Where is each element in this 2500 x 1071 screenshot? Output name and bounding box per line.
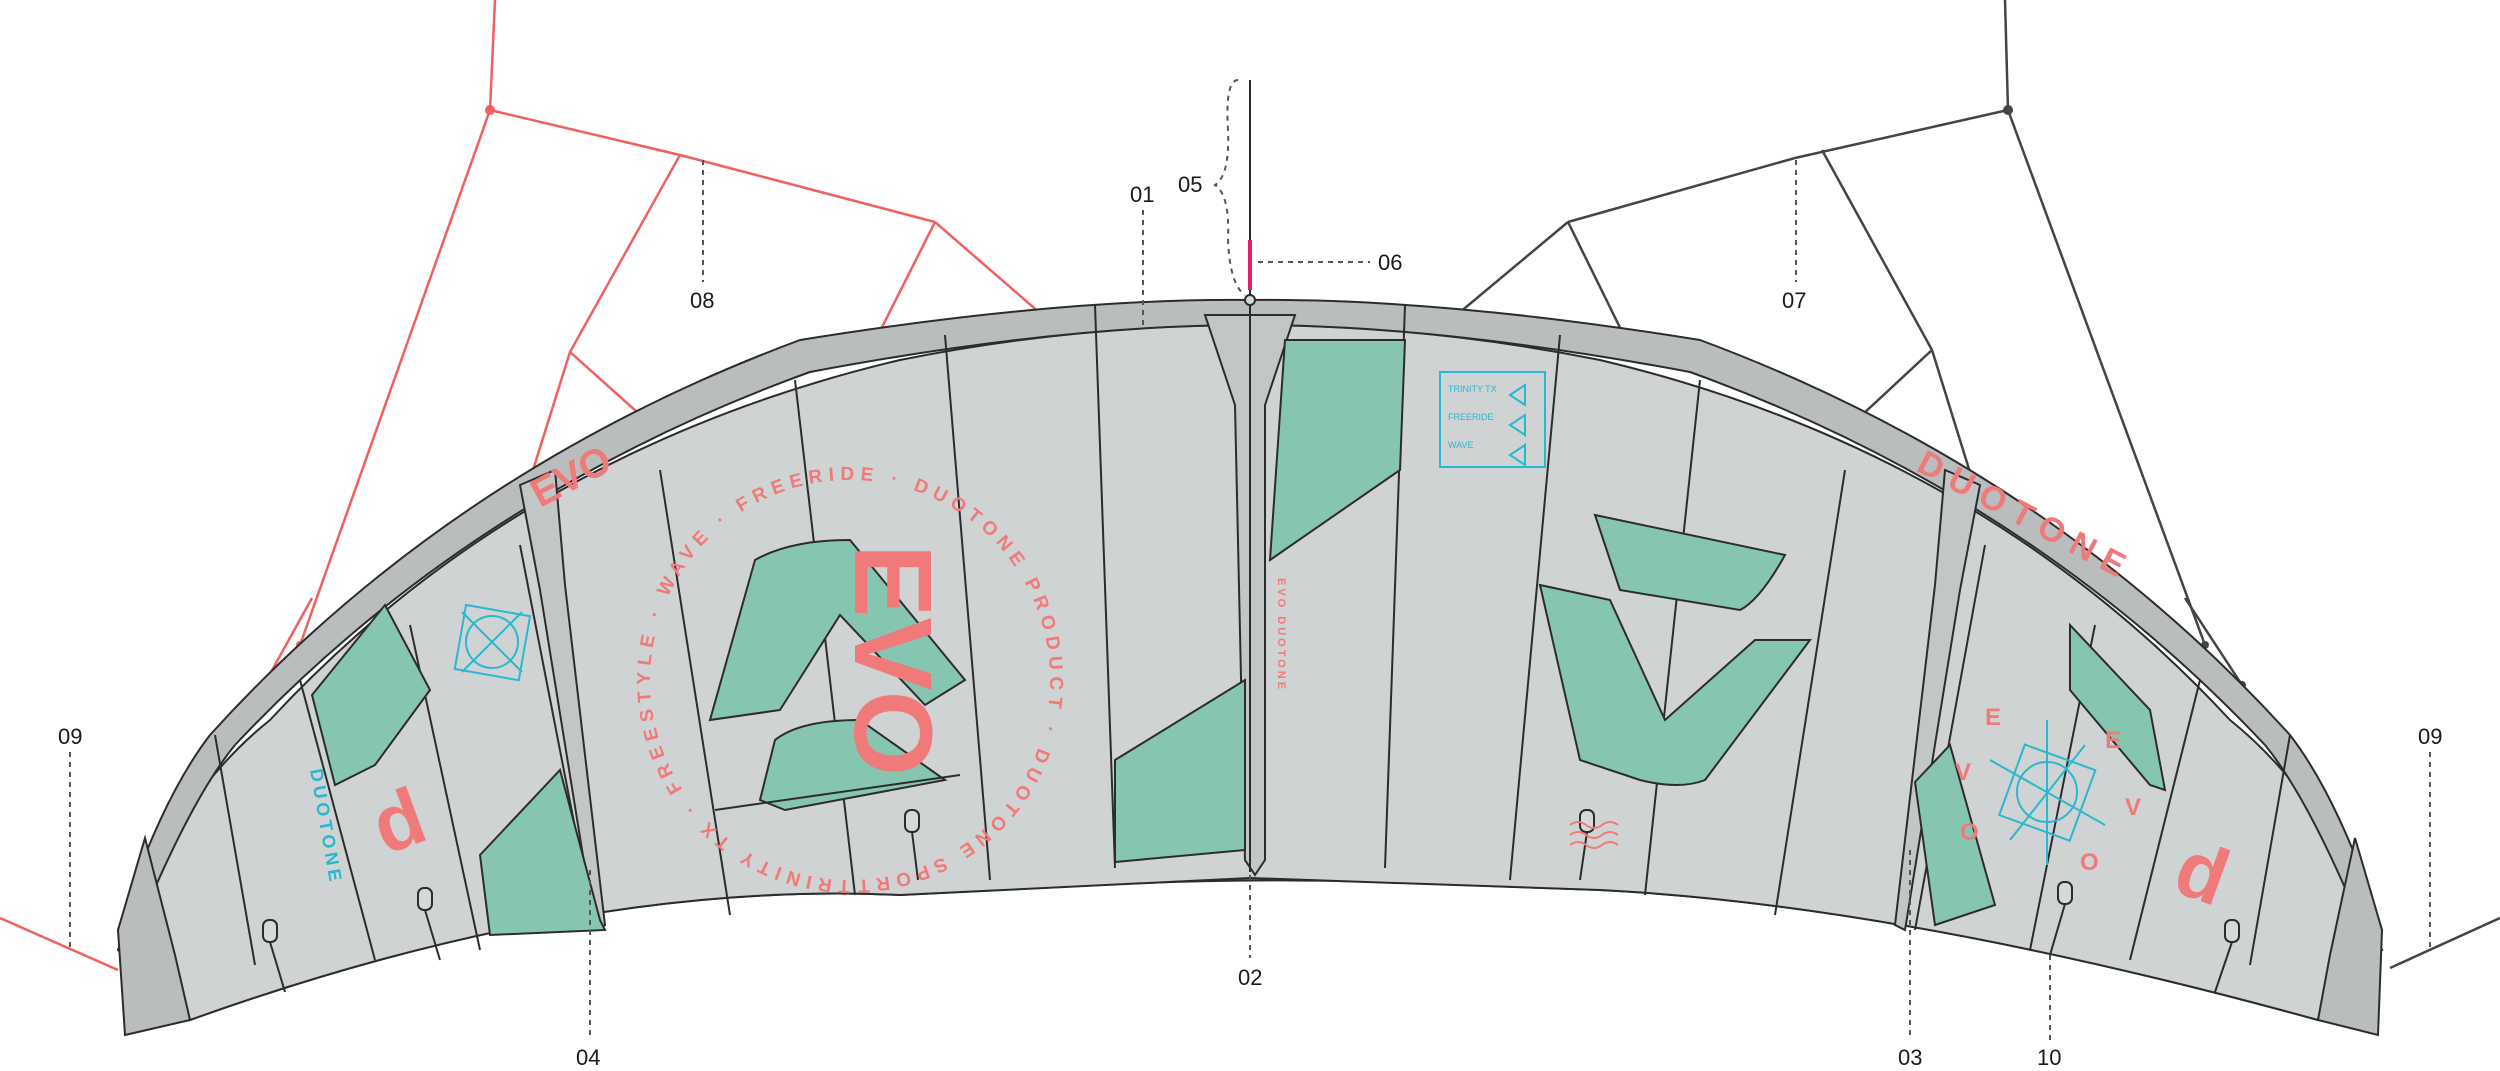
svg-text:O: O <box>2080 849 2099 876</box>
evo-chevron-graphic <box>708 538 967 812</box>
pulley-icon <box>417 887 441 961</box>
front-bridle-lines <box>0 0 1049 972</box>
callout-09-right: 09 <box>2418 724 2442 749</box>
callout-03: 03 <box>1898 1045 1922 1070</box>
callout-02: 02 <box>1238 965 1262 990</box>
compass-letters: E E V V O O <box>1955 704 2141 876</box>
callout-05: 05 <box>1178 172 1202 197</box>
svg-text:V: V <box>2125 794 2141 821</box>
callout-06: 06 <box>1378 250 1402 275</box>
target-icon <box>453 603 532 682</box>
spec-line: WAVE <box>1448 440 1474 450</box>
callout-08: 08 <box>690 288 714 313</box>
svg-text:E: E <box>2105 727 2121 754</box>
right-strut <box>1893 468 1982 932</box>
callout-04: 04 <box>576 1045 600 1070</box>
spec-label-box: TRINITY TX FREERIDE WAVE <box>1439 371 1546 468</box>
svg-text:V: V <box>1955 759 1971 786</box>
inflation-valve-icon <box>1244 80 1256 306</box>
compass-graphic <box>1989 720 2106 865</box>
kite-canopy <box>116 298 2384 1037</box>
callout-10: 10 <box>2037 1045 2061 1070</box>
left-strut <box>518 468 607 932</box>
callout-leaders <box>69 79 2431 1045</box>
callout-labels: 01 02 03 04 05 06 07 08 09 09 10 <box>58 172 2442 1070</box>
spec-line: FREERIDE <box>1448 412 1494 422</box>
callout-01: 01 <box>1130 182 1154 207</box>
center-strut-text: EVO DUOTONE <box>1275 578 1287 692</box>
spec-line: TRINITY TX <box>1448 384 1497 394</box>
v-chevron-graphic <box>1538 513 1812 786</box>
right-wingtip <box>2316 837 2384 1037</box>
left-wingtip <box>116 834 192 1037</box>
pulley-icon <box>904 809 920 881</box>
pulley-icon <box>262 919 286 993</box>
wave-icon <box>1569 821 1619 849</box>
accent-panels <box>310 339 2167 937</box>
pulley-icon <box>2214 919 2240 993</box>
canopy-seams <box>214 304 2291 966</box>
svg-text:O: O <box>1960 819 1979 846</box>
callout-09-left: 09 <box>58 724 82 749</box>
svg-text:E: E <box>1985 704 2001 731</box>
callout-07: 07 <box>1782 288 1806 313</box>
pulley-icon <box>2049 881 2073 956</box>
evo-center-logo: EVO <box>831 544 954 776</box>
